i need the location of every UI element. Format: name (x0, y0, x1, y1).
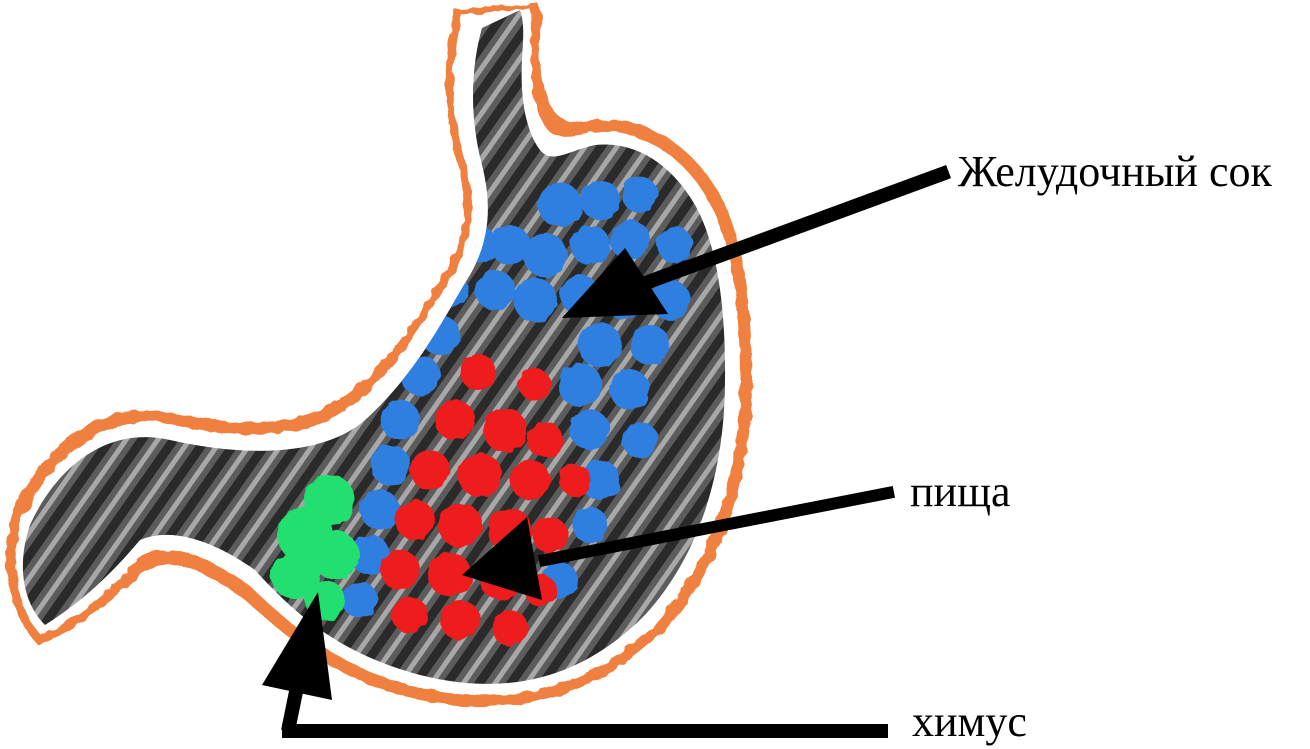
chyme-label: химус (912, 700, 1027, 744)
gastric-juice-label: Желудочный сок (958, 150, 1272, 194)
food-label: пища (910, 470, 1011, 514)
